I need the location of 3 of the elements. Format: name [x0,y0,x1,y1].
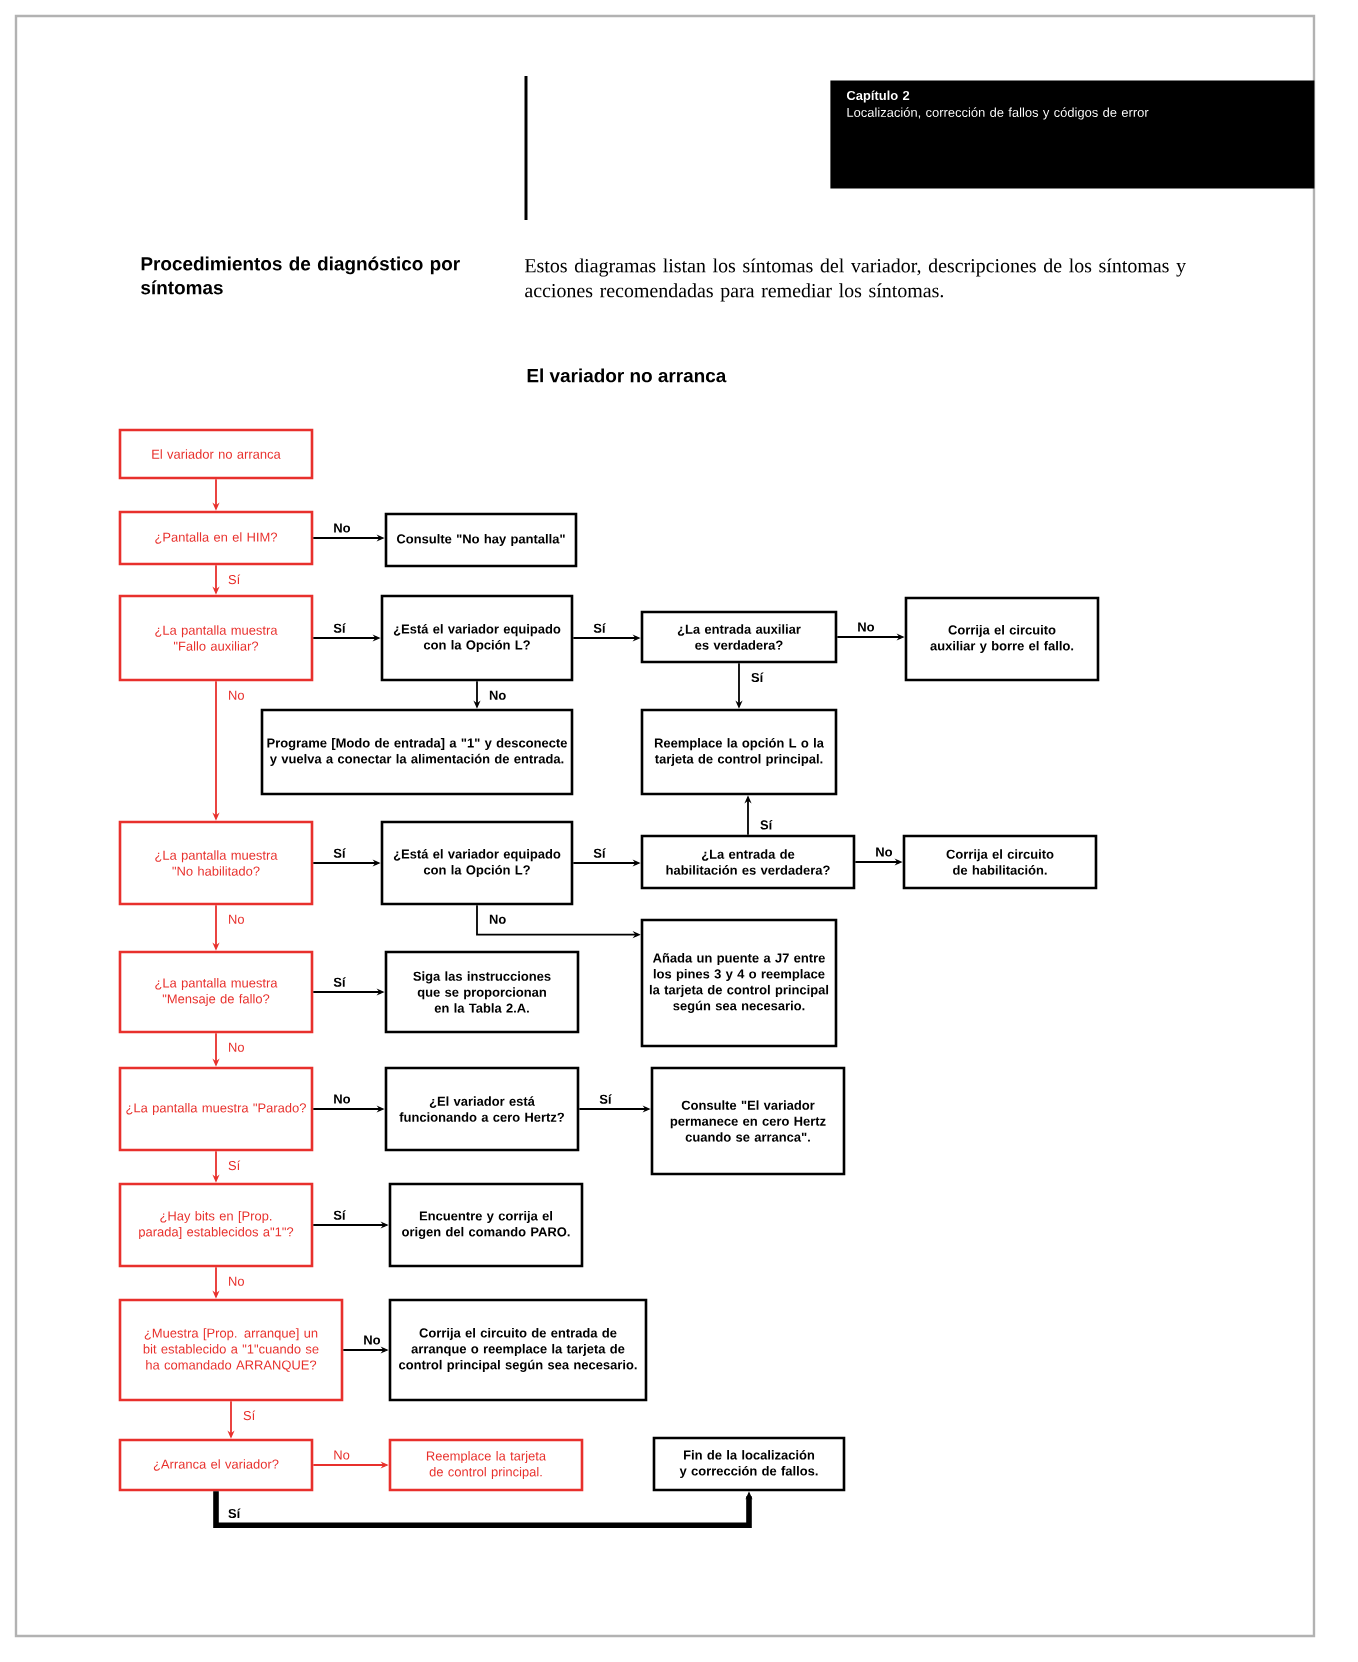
intro-paragraph: Estos diagramas listan los síntomas del variador, descripciones de los síntomas y acciones recomendadas para remediar los síntomas. [524,258,1186,302]
section-heading: Procedimientos de diagnóstico por síntomas [141,256,460,295]
chart-title: El variador no arranca [527,368,727,383]
